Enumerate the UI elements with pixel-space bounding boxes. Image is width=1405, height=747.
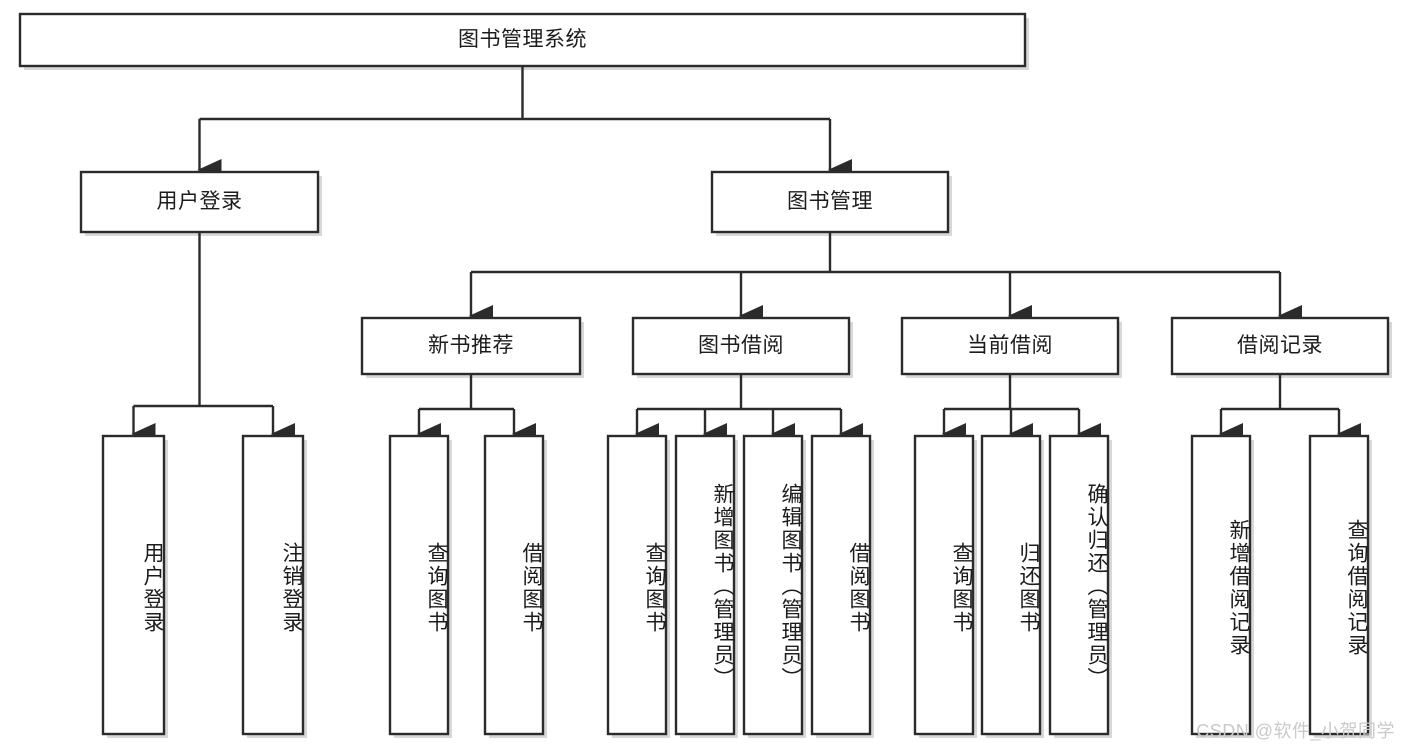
watermark-text: CSDN @软件_小贺同学 (1196, 721, 1395, 741)
node-box-book-borrow[interactable] (631, 316, 851, 376)
node-box-new-book-recommend[interactable] (360, 316, 582, 376)
node-box-cb-query-book[interactable] (913, 434, 975, 736)
node-box-bb-edit-book[interactable] (742, 434, 804, 736)
node-box-current-borrow[interactable] (900, 316, 1120, 376)
node-box-bb-add-book[interactable] (674, 434, 736, 736)
node-box-borrow-record[interactable] (1170, 316, 1390, 376)
node-box-br-query-record[interactable] (1308, 434, 1370, 736)
node-box-nbr-borrow-book[interactable] (483, 434, 545, 736)
node-box-bb-borrow-book[interactable] (810, 434, 872, 736)
node-box-book-manage[interactable] (710, 170, 950, 234)
box-layer (18, 12, 1390, 736)
node-box-bb-query-book[interactable] (606, 434, 668, 736)
connector-layer (131, 66, 1361, 445)
node-box-root[interactable] (18, 12, 1027, 68)
node-box-cb-return-book[interactable] (980, 434, 1042, 736)
node-box-user-login-leaf[interactable] (101, 434, 166, 736)
node-box-br-add-record[interactable] (1190, 434, 1252, 736)
node-box-user-logout-leaf[interactable] (241, 434, 305, 736)
node-box-cb-confirm-return[interactable] (1048, 434, 1110, 736)
node-box-user-login[interactable] (79, 170, 320, 234)
node-box-nbr-query-book[interactable] (388, 434, 450, 736)
